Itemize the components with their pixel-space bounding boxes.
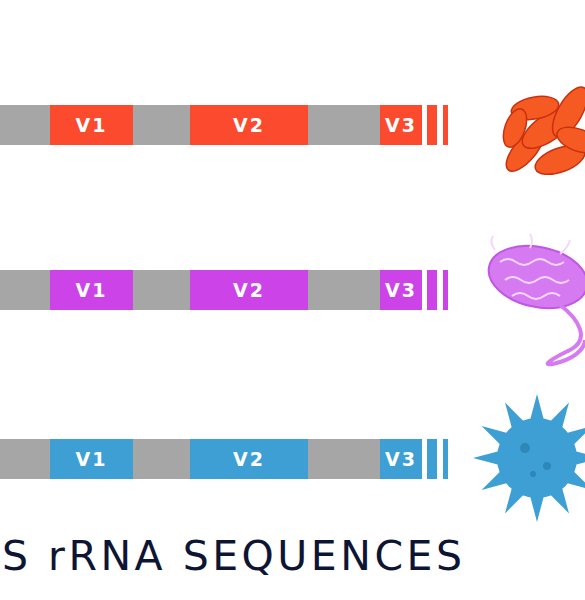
- region-label: V1: [76, 114, 108, 136]
- region-label: V2: [233, 279, 265, 301]
- region-label: V3: [385, 114, 417, 136]
- variable-region: V1: [50, 105, 133, 145]
- variable-region: V3: [380, 270, 422, 310]
- variable-region: V2: [190, 105, 308, 145]
- variable-region: V2: [190, 439, 308, 479]
- variable-region: V1: [50, 270, 133, 310]
- variable-region: V1: [50, 439, 133, 479]
- region-label: V3: [385, 279, 417, 301]
- bacterium: [473, 394, 585, 522]
- title: S rRNA SEQUENCES: [2, 532, 466, 580]
- bacterium: [483, 234, 585, 364]
- region-label: V1: [76, 279, 108, 301]
- region-label: V3: [385, 448, 417, 470]
- region-label: V1: [76, 448, 108, 470]
- region-label: V2: [233, 448, 265, 470]
- gene-bar: [0, 105, 448, 145]
- region-label: V2: [233, 114, 265, 136]
- variable-region: V3: [380, 105, 422, 145]
- variable-region: V2: [190, 270, 308, 310]
- bacteria-cluster: [499, 82, 585, 180]
- gene-bar: [0, 270, 448, 310]
- gene-bar: [0, 439, 448, 479]
- variable-region: V3: [380, 439, 422, 479]
